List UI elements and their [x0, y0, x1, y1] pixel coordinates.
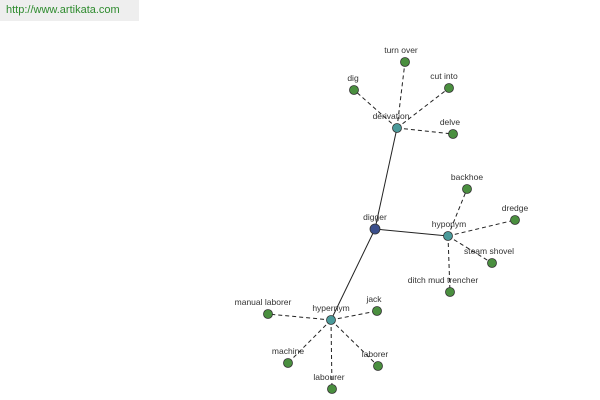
leaf-label-steam-shovel[interactable]: steam shovel: [464, 246, 514, 256]
leaf-label-labourer[interactable]: labourer: [313, 372, 344, 382]
edge-hypernym-laborer: [330, 319, 379, 367]
leaf-label-machine[interactable]: machine: [272, 346, 304, 356]
graph-edges: [267, 61, 516, 390]
edge-derivation-dig: [353, 89, 398, 129]
root-label[interactable]: digger: [363, 212, 387, 222]
relation-label-hypernym[interactable]: hypernym: [312, 303, 349, 313]
leaf-node-steam-shovel[interactable]: [487, 258, 497, 268]
leaf-node-manual-laborer[interactable]: [263, 309, 273, 319]
leaf-node-jack[interactable]: [372, 306, 382, 316]
leaf-label-ditch-mud-trencher[interactable]: ditch mud trencher: [408, 275, 479, 285]
edge-hyponym-backhoe: [447, 188, 468, 237]
edge-digger-derivation: [374, 127, 398, 230]
leaf-node-backhoe[interactable]: [462, 184, 472, 194]
edge-hypernym-labourer: [330, 319, 333, 390]
leaf-label-dredge[interactable]: dredge: [502, 203, 529, 213]
leaf-node-laborer[interactable]: [373, 361, 383, 371]
edge-digger-hyponym: [374, 228, 449, 237]
relation-node-derivation[interactable]: [392, 123, 402, 133]
leaf-node-ditch-mud-trencher[interactable]: [445, 287, 455, 297]
edge-hypernym-manual-laborer: [267, 313, 332, 321]
relation-node-hypernym[interactable]: [326, 315, 336, 325]
edge-hyponym-dredge: [447, 219, 516, 237]
graph-labels: digger derivation hyponym hypernym turn over…: [235, 45, 529, 382]
leaf-label-cut-into[interactable]: cut into: [430, 71, 458, 81]
leaf-node-dig[interactable]: [349, 85, 359, 95]
root-node-digger[interactable]: [369, 223, 381, 235]
edge-derivation-cut-into: [396, 87, 450, 129]
url-banner: http://www.artikata.com: [0, 0, 139, 21]
edge-hyponym-ditch-mud-trencher: [447, 235, 451, 293]
leaf-label-manual-laborer[interactable]: manual laborer: [235, 297, 292, 307]
leaf-node-dredge[interactable]: [510, 215, 520, 225]
leaf-node-delve[interactable]: [448, 129, 458, 139]
leaf-node-cut-into[interactable]: [444, 83, 454, 93]
leaf-node-machine[interactable]: [283, 358, 293, 368]
edge-hypernym-jack: [330, 310, 378, 321]
leaf-label-dig[interactable]: dig: [347, 73, 359, 83]
leaf-label-delve[interactable]: delve: [440, 117, 461, 127]
edge-derivation-delve: [396, 127, 454, 135]
leaf-node-turn-over[interactable]: [400, 57, 410, 67]
edge-digger-hypernym: [330, 228, 376, 321]
leaf-label-backhoe[interactable]: backhoe: [451, 172, 483, 182]
leaf-label-laborer[interactable]: laborer: [362, 349, 389, 359]
leaf-node-labourer[interactable]: [327, 384, 337, 394]
edge-hypernym-machine: [287, 319, 332, 364]
edge-hyponym-steam-shovel: [447, 235, 493, 264]
leaf-label-jack[interactable]: jack: [365, 294, 382, 304]
relation-label-derivation[interactable]: derivation: [373, 111, 410, 121]
site-url-link[interactable]: http://www.artikata.com: [6, 4, 120, 16]
relation-label-hyponym[interactable]: hyponym: [432, 219, 467, 229]
relation-node-hyponym[interactable]: [443, 231, 453, 241]
leaf-label-turn-over[interactable]: turn over: [384, 45, 418, 55]
graph-nodes: [263, 57, 520, 394]
